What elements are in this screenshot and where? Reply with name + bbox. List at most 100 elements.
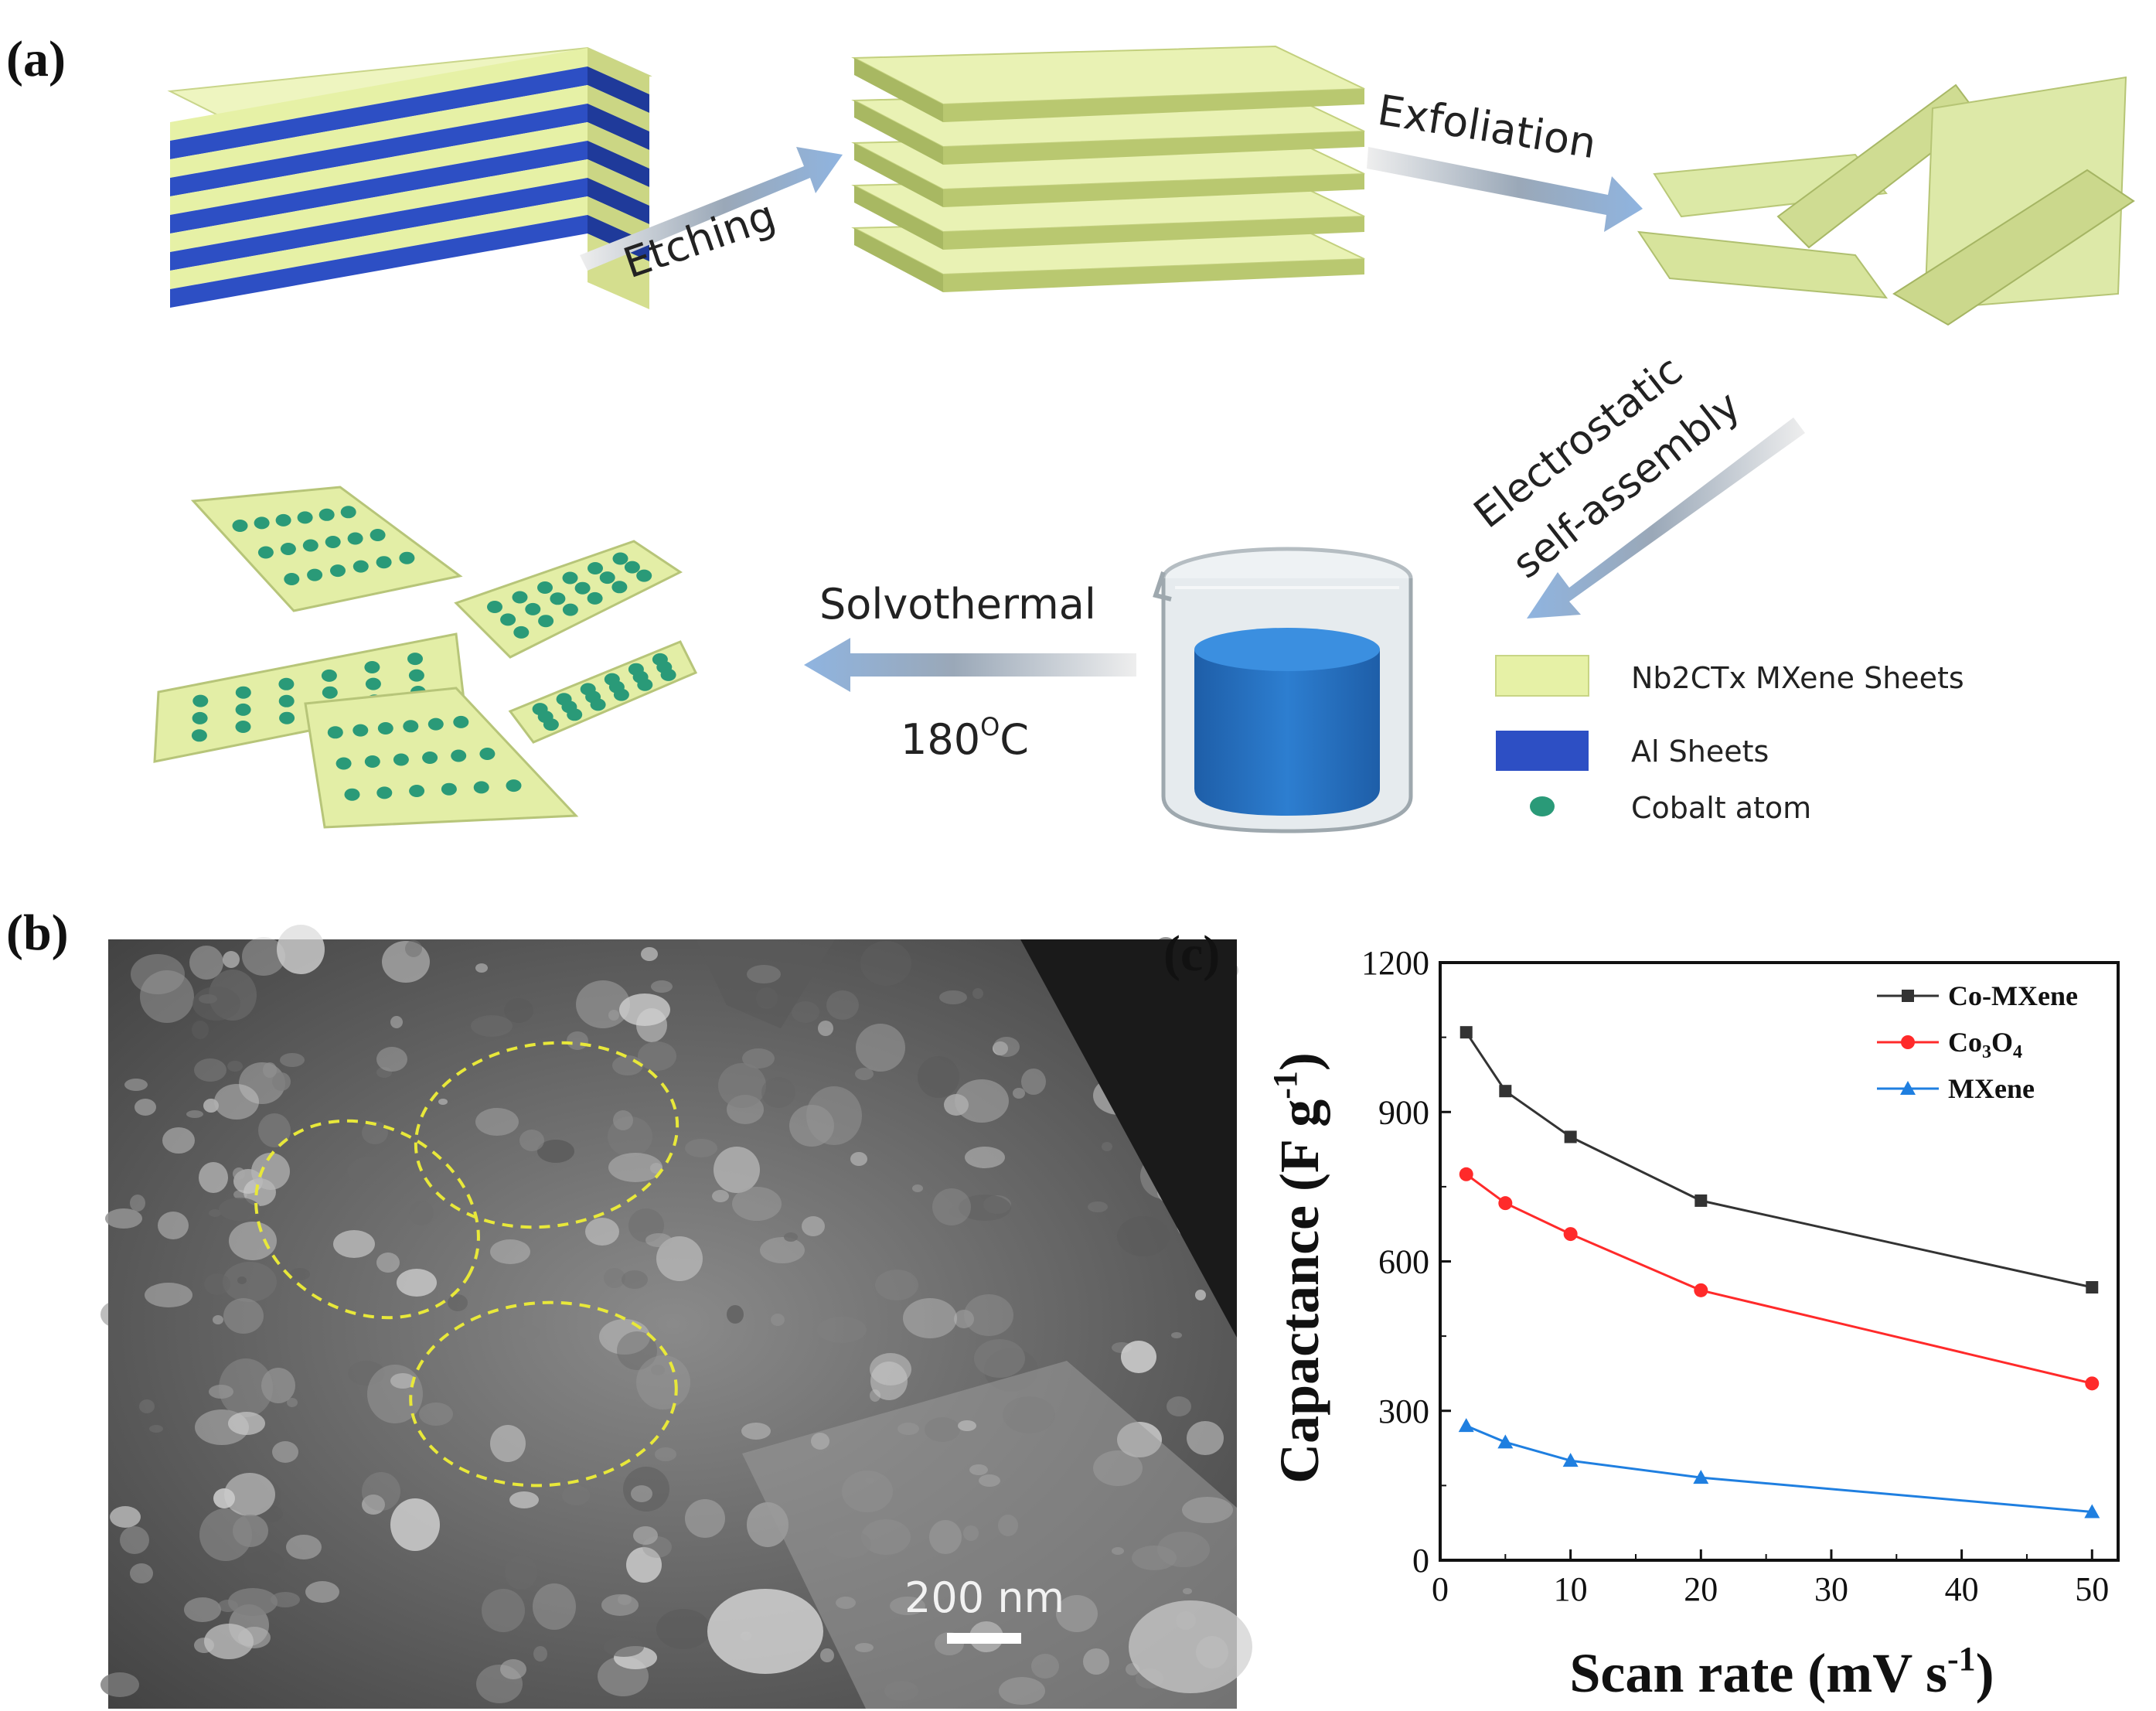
data-point-co-mxene: [1499, 1085, 1512, 1098]
co-mxene-sheet: [454, 540, 683, 659]
x-tick-label: 10: [1554, 1570, 1588, 1608]
mxene-layer: [170, 48, 588, 141]
cobalt-atom: [353, 724, 369, 737]
cobalt-atom: [297, 511, 313, 524]
al-layer: [170, 66, 588, 159]
cobalt-atom: [335, 757, 352, 770]
legend-swatch-cobalt: [1530, 796, 1555, 816]
data-point-co-mxene: [2086, 1280, 2099, 1293]
cobalt-atom: [543, 718, 559, 731]
cobalt-atom: [479, 748, 496, 760]
cobalt-atom: [613, 688, 629, 701]
cobalt-atom: [403, 720, 419, 733]
al-layer: [170, 178, 588, 271]
cobalt-atom: [453, 715, 469, 728]
legend-label-al: Al Sheets: [1631, 735, 1769, 769]
cobalt-atom: [567, 708, 583, 721]
y-tick-label: 900: [1378, 1093, 1429, 1131]
cobalt-atom: [599, 571, 615, 585]
co-mxene-sheet: [304, 687, 579, 829]
cobalt-atom: [500, 613, 516, 626]
data-point-mxene: [2084, 1504, 2100, 1518]
legend-marker-co3o4: [1901, 1035, 1915, 1049]
solvothermal-arrow: Solvothermal 180OC: [804, 580, 1136, 764]
legend-marker-mxene: [1900, 1081, 1916, 1095]
cobalt-atom: [407, 653, 423, 666]
data-point-co3o4: [1694, 1283, 1708, 1297]
data-point-mxene: [1693, 1470, 1709, 1484]
cobalt-atom: [364, 755, 380, 768]
data-point-co3o4: [1459, 1167, 1473, 1181]
cobalt-atom: [321, 669, 337, 682]
cobalt-atom: [377, 722, 393, 735]
cobalt-atom: [278, 694, 295, 707]
cobalt-atom: [325, 536, 341, 548]
data-point-mxene: [1458, 1418, 1474, 1433]
data-point-co3o4: [1498, 1196, 1513, 1211]
scale-bar: [947, 1633, 1021, 1644]
sem-image: 200 nm: [100, 925, 1252, 1709]
panel-a-legend: Nb2CTx MXene Sheets Al Sheets Cobalt ato…: [1495, 655, 1964, 825]
legend-marker-co-mxene: [1902, 990, 1914, 1002]
cobalt-atom: [275, 513, 291, 527]
panel-b: (b) 200 nm: [6, 905, 1252, 1709]
cobalt-atom: [376, 556, 392, 569]
cobalt-atom: [302, 539, 318, 552]
y-tick-label: 600: [1378, 1243, 1429, 1281]
cobalt-atom: [660, 668, 676, 681]
al-layer: [170, 141, 588, 233]
cobalt-atom: [364, 661, 380, 673]
legend-label-co-mxene: Co-MXene: [1948, 980, 2078, 1011]
cobalt-atom: [192, 711, 208, 724]
series-line-mxene: [1466, 1424, 2093, 1513]
cobalt-atom: [235, 721, 251, 733]
series-co-mxene: [1459, 1026, 2099, 1293]
x-tick-label: 0: [1432, 1570, 1449, 1608]
cobalt-decorated-sheets: [153, 486, 698, 829]
cobalt-atom: [393, 753, 409, 766]
cobalt-atom: [192, 694, 209, 707]
mxene-layer: [170, 196, 588, 289]
data-point-co-mxene: [1564, 1130, 1577, 1144]
series-line-co3o4: [1465, 1173, 2093, 1385]
exfoliated-sheets: [1637, 76, 2135, 326]
co-mxene-sheet: [508, 640, 698, 744]
cobalt-atom: [588, 562, 603, 574]
exfoliation-arrow: Exfoliation: [1367, 86, 1643, 232]
cobalt-atom: [506, 779, 522, 792]
cobalt-atom: [441, 782, 457, 796]
x-tick-label: 20: [1684, 1570, 1718, 1608]
panel-c-label: (c): [1163, 925, 1220, 982]
y-axis-label: Capactance (F g-1): [1266, 1052, 1330, 1484]
y-tick-label: 300: [1378, 1392, 1429, 1430]
cobalt-atom: [562, 571, 578, 585]
mxene-layer: [170, 159, 588, 252]
cobalt-atom: [451, 749, 467, 762]
series-line-co-mxene: [1465, 1031, 2093, 1289]
multilayer-mxene: [851, 45, 1365, 292]
cobalt-atom: [370, 529, 386, 541]
x-tick-label: 40: [1945, 1570, 1979, 1608]
legend-label-cobalt: Cobalt atom: [1631, 791, 1811, 825]
scale-bar-label: 200 nm: [904, 1573, 1064, 1622]
legend-label-co3o4: Co3O4: [1948, 1027, 2022, 1062]
highlight-ellipses: [254, 1041, 679, 1488]
cobalt-atom: [279, 711, 295, 724]
cobalt-atom: [612, 552, 628, 565]
cobalt-atom: [322, 686, 338, 699]
y-tick-label: 1200: [1361, 944, 1429, 982]
cobalt-atom: [327, 726, 343, 739]
solvothermal-label: Solvothermal: [819, 580, 1096, 629]
panel-b-label: (b): [6, 905, 69, 961]
data-point-mxene: [1562, 1453, 1579, 1467]
cobalt-atom: [512, 591, 528, 604]
cobalt-atom: [257, 546, 274, 559]
y-tick-label: 0: [1412, 1542, 1429, 1580]
cobalt-atom: [427, 717, 444, 731]
max-phase-stack: [167, 46, 652, 309]
mxene-layer: [170, 85, 588, 178]
